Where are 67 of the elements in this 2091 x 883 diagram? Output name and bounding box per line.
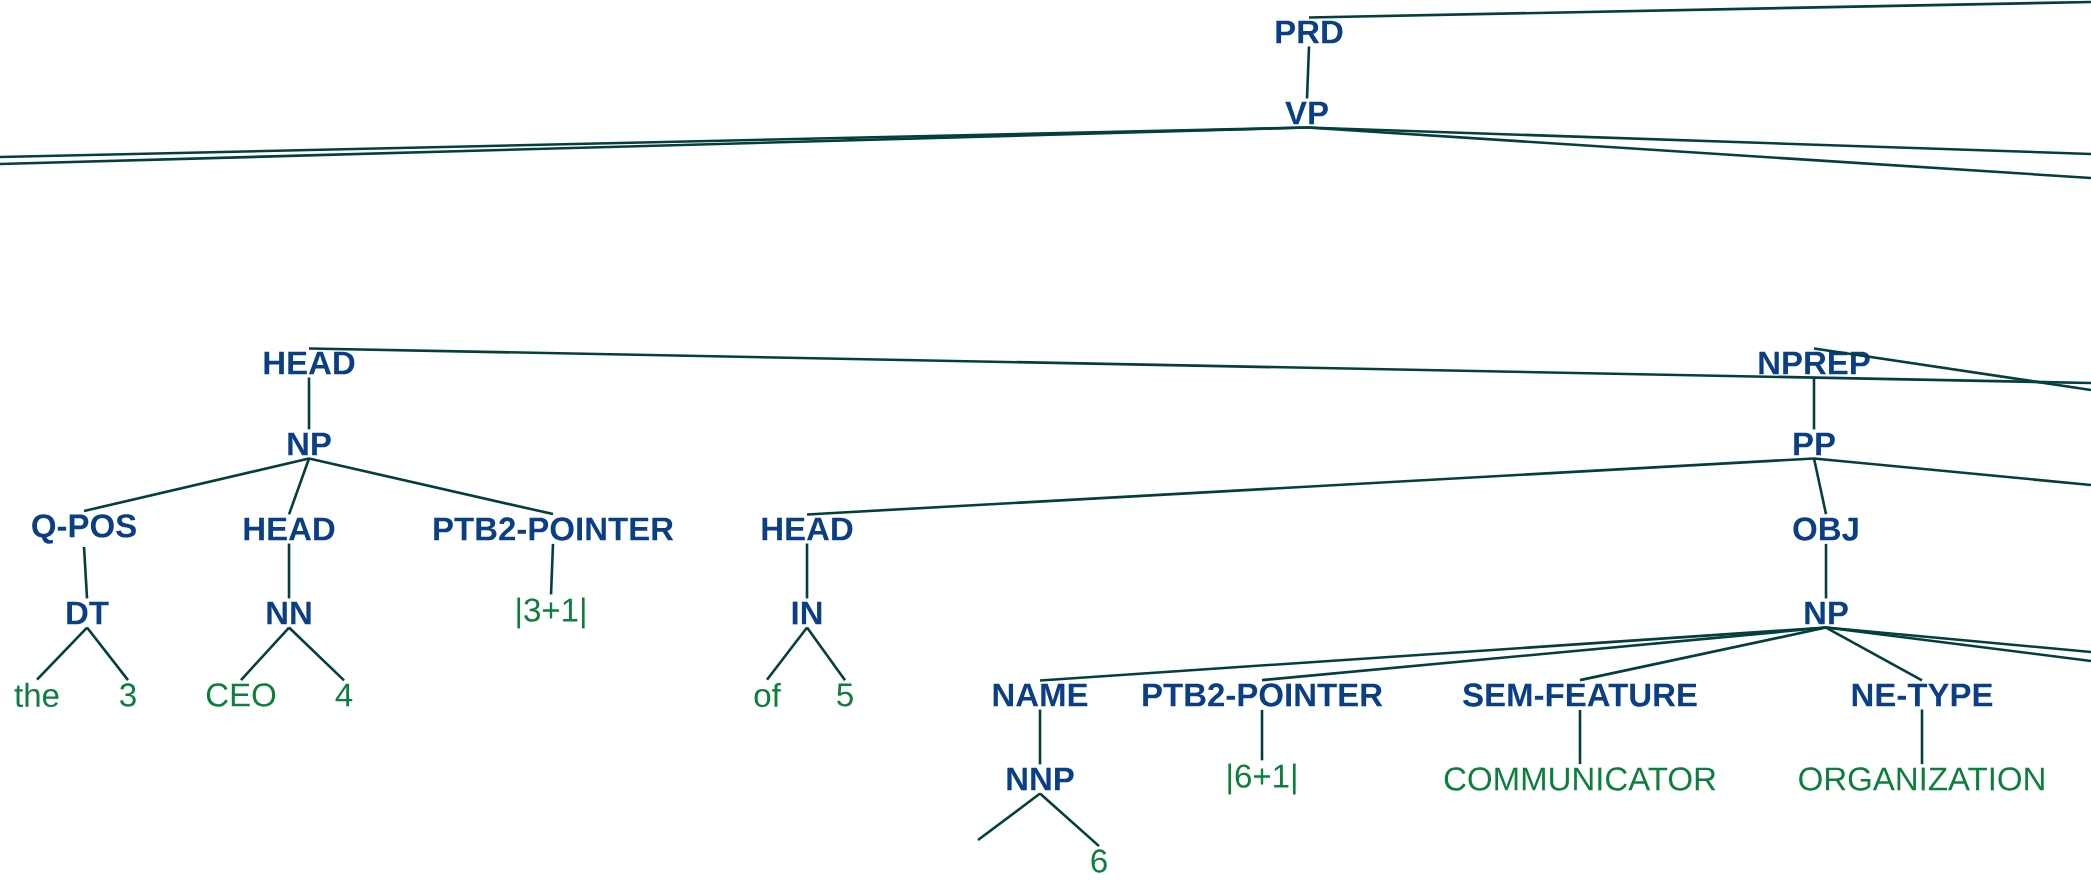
tree-branch <box>287 458 311 515</box>
word-label: of <box>754 682 781 708</box>
tree-branch <box>765 626 809 681</box>
tree-branch <box>0 126 1308 166</box>
tree-branch <box>1825 626 1923 682</box>
tree-branch <box>83 457 310 513</box>
category-label: NN <box>267 601 311 625</box>
tree-branch <box>308 457 554 516</box>
category-label: IN <box>792 601 822 625</box>
category-label: NP <box>288 432 331 456</box>
tree-branch <box>1824 543 1828 599</box>
category-label: DT <box>67 601 109 625</box>
category-label: PP <box>1794 432 1835 456</box>
category-label: PRD <box>1276 20 1343 44</box>
tree-branch <box>1309 0 2091 19</box>
word-label: ORGANIZATION <box>1799 767 2044 791</box>
word-label: |3+1| <box>517 597 585 629</box>
tree-branch <box>82 546 89 599</box>
word-label: COMMUNICATOR <box>1444 767 1716 791</box>
category-label: Q-POS <box>32 514 136 544</box>
tree-branch <box>36 626 88 681</box>
category-label: VP <box>1285 101 1328 125</box>
category-label: NE-TYPE <box>1852 683 1993 707</box>
category-label: NNP <box>1007 767 1074 791</box>
word-label: 4 <box>335 683 353 707</box>
tree-branch <box>288 626 345 682</box>
tree-branch <box>1038 709 1042 765</box>
tree-branch <box>1813 457 2091 487</box>
category-label: OBJ <box>1793 517 1858 541</box>
tree-branch <box>309 347 2091 385</box>
tree-branch <box>549 543 555 595</box>
tree-branch <box>1260 709 1264 761</box>
tree-branch <box>1812 377 1816 430</box>
tree-branch <box>805 626 847 682</box>
category-label: HEAD <box>762 517 853 541</box>
tree-branch <box>1813 347 2091 392</box>
tree-branch <box>1039 792 1100 848</box>
category-label: HEAD <box>244 517 335 541</box>
word-label: 6 <box>1091 849 1107 873</box>
word-label: 5 <box>837 683 853 707</box>
category-label: SEM-FEATURE <box>1463 683 1697 707</box>
category-label: HEAD <box>264 351 355 375</box>
tree-branch <box>1578 709 1582 765</box>
word-label: the <box>14 682 59 708</box>
tree-branch <box>1305 46 1311 99</box>
category-label: NAME <box>993 683 1088 707</box>
tree-branch <box>1261 626 1827 682</box>
word-label: CEO <box>206 683 276 707</box>
word-label: 3 <box>120 683 136 707</box>
word-label: |6+1| <box>1228 763 1296 795</box>
tree-branch <box>1825 626 2091 663</box>
tree-branch <box>307 377 311 430</box>
category-label: PTB2-POINTER <box>1143 683 1383 707</box>
tree-branch <box>1812 458 1828 515</box>
tree-branch <box>977 792 1041 842</box>
tree-branch <box>240 626 290 681</box>
tree-branch <box>805 543 809 599</box>
category-label: NPREP <box>1759 351 1870 375</box>
tree-branch <box>1920 709 1924 765</box>
tree-branch <box>806 457 1815 516</box>
tree-branch <box>1306 126 2091 180</box>
tree-branch <box>287 543 291 599</box>
tree-branch <box>1579 626 1827 682</box>
category-label: NP <box>1805 601 1848 625</box>
tree-branch <box>86 626 130 681</box>
tree-branch <box>1825 626 2091 654</box>
category-label: PTB2-POINTER <box>434 517 674 541</box>
